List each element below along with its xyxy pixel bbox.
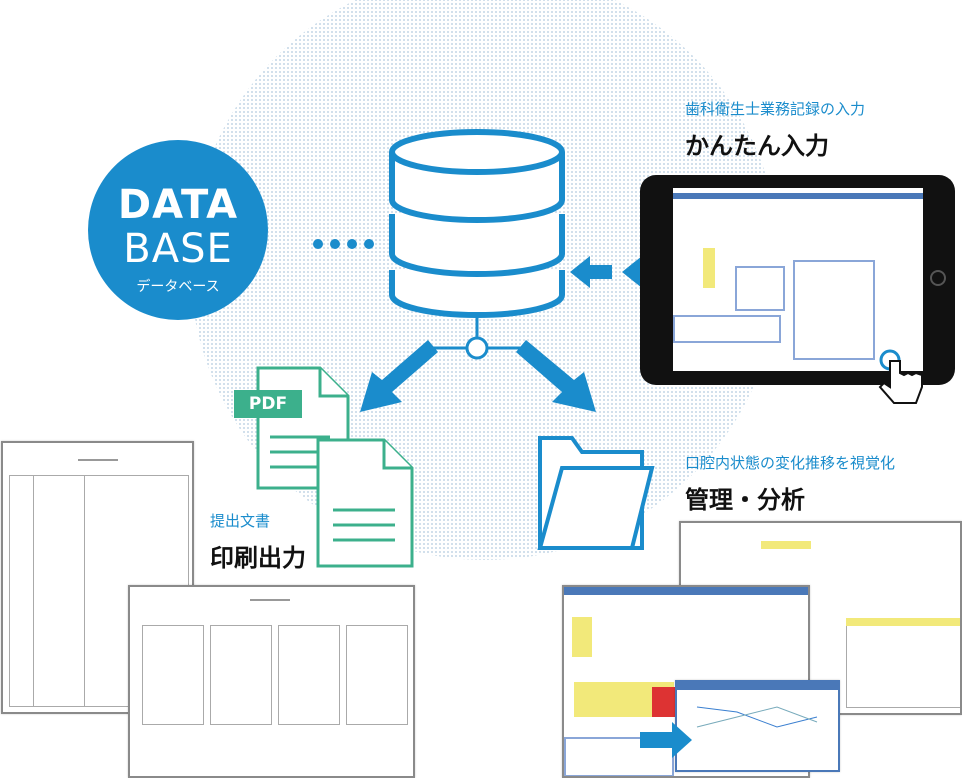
input-subtitle: 歯科衛生士業務記録の入力 <box>685 100 866 118</box>
hand-pointer-icon <box>878 349 923 404</box>
tablet-screen-form <box>673 188 923 371</box>
branch-connector <box>430 318 524 360</box>
printed-report-2 <box>128 585 415 778</box>
tablet-mockup <box>640 175 955 385</box>
home-button <box>930 270 946 286</box>
arrow-to-folder <box>516 340 596 412</box>
input-title: かんたん入力 <box>685 132 829 160</box>
database-badge: DATA BASE データベース <box>88 140 268 320</box>
database-line2: BASE <box>123 226 233 272</box>
analysis-subtitle: 口腔内状態の変化推移を視覚化 <box>685 454 896 472</box>
print-subtitle: 提出文書 <box>210 512 271 530</box>
database-icon <box>389 129 565 318</box>
analysis-chart-popup <box>675 680 840 772</box>
pdf-badge <box>234 390 302 418</box>
print-title: 印刷出力 <box>210 544 306 572</box>
arrow-to-pdf <box>360 340 438 412</box>
analysis-arrow-icon <box>640 722 692 758</box>
database-caption: データベース <box>136 279 220 295</box>
dots-connector <box>313 239 374 249</box>
folder-icon <box>537 436 655 550</box>
pdf-badge-label: PDF <box>248 394 288 414</box>
analysis-title: 管理・分析 <box>685 486 805 514</box>
database-line1: DATA <box>117 182 239 228</box>
